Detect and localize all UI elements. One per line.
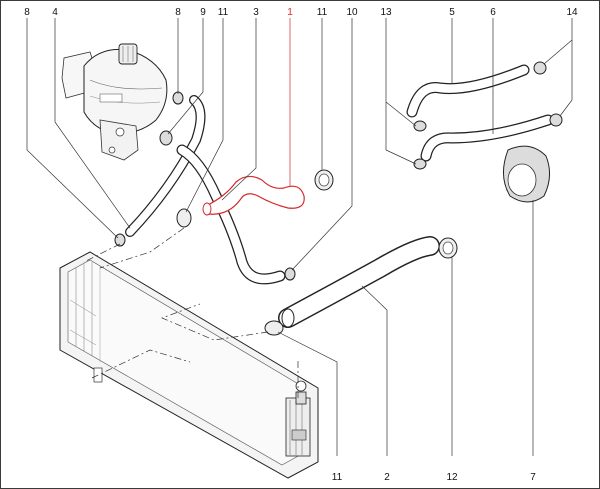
hose-3: [176, 144, 286, 285]
callout-14: 14: [566, 7, 578, 18]
connection-lines: [83, 227, 299, 398]
clamp-14-upper: [533, 61, 547, 75]
clamp-13-lower: [413, 158, 427, 170]
callout-10: 10: [346, 7, 358, 18]
clamp-10: [284, 267, 296, 281]
seal-7: [503, 145, 550, 203]
clamps: [114, 61, 563, 336]
callout-8-top: 8: [175, 7, 181, 18]
callout-7: 7: [530, 472, 536, 483]
hose-6: [420, 114, 554, 162]
hose-5: [406, 64, 530, 118]
callout-4: 4: [52, 7, 58, 18]
callout-9: 9: [200, 7, 206, 18]
callout-11-bottom: 11: [332, 472, 343, 483]
radiator: [59, 251, 319, 479]
callout-12: 12: [446, 472, 458, 483]
hose-1: [202, 175, 305, 216]
clamp-8-lower: [114, 233, 126, 247]
clamp-11-low: [264, 320, 284, 336]
callout-6: 6: [490, 7, 496, 18]
hose-2: [278, 236, 440, 328]
clamp-9: [159, 130, 173, 146]
expansion-tank: [61, 43, 168, 161]
callout-3: 3: [253, 7, 259, 18]
clamp-11-left: [176, 208, 192, 228]
callout-5: 5: [449, 7, 455, 18]
clamp-14-lower: [549, 113, 563, 127]
callout-2: 2: [384, 472, 390, 483]
callout-11-top-left: 11: [218, 7, 229, 18]
callout-11-top: 11: [317, 7, 328, 18]
callout-8-top-left: 8: [24, 7, 30, 18]
callouts: 8 4 8 9 11 3 1 11 10 13 5 6 14 11 2 12 7: [24, 7, 578, 483]
callout-13: 13: [380, 7, 392, 18]
leader-lines: [26, 18, 573, 456]
clamp-13-upper: [413, 120, 427, 132]
callout-1: 1: [287, 7, 293, 18]
hose-4: [125, 95, 206, 237]
